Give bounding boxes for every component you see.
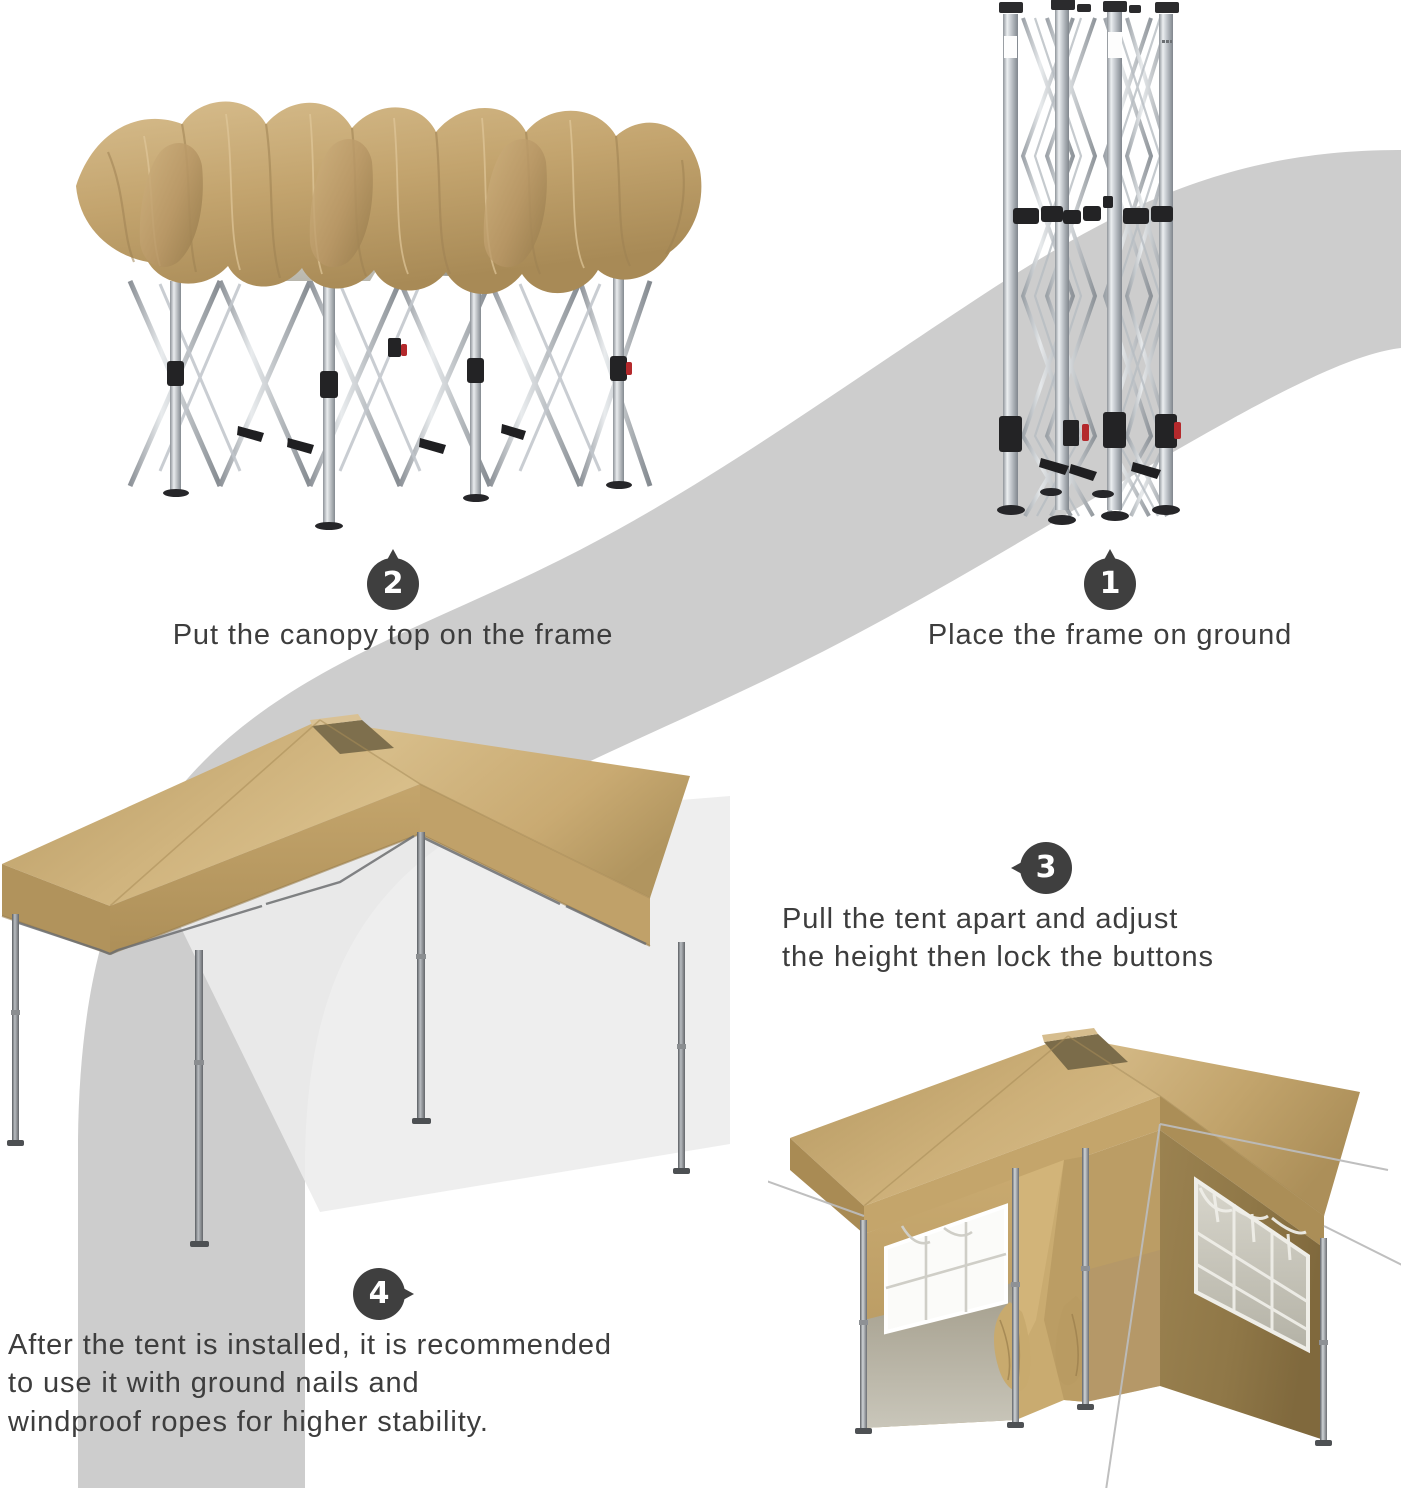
step-1-number: 1 — [1099, 566, 1121, 601]
step-3-badge-wrap: 3 — [782, 842, 1342, 900]
step-4: 4 After the tent is installed, it is rec… — [8, 1268, 768, 1441]
step-1-badge-wrap: 1 — [875, 549, 1345, 616]
step-2-caption: Put the canopy top on the frame — [172, 619, 614, 651]
badge-tail-left-icon — [1011, 862, 1022, 874]
badge-tail-up-icon — [1104, 549, 1116, 560]
step-4-caption: After the tent is installed, it is recom… — [8, 1329, 612, 1438]
step-3-number: 3 — [1035, 850, 1057, 885]
step-4-badge-wrap: 4 — [8, 1268, 768, 1326]
step-2: 2 Put the canopy top on the frame — [128, 549, 658, 654]
badge-tail-right-icon — [403, 1288, 414, 1300]
badge-tail-up-icon — [387, 549, 399, 560]
expanded-canopy-image — [1, 714, 730, 1247]
step-2-number: 2 — [382, 566, 404, 601]
step-3: 3 Pull the tent apart and adjust the hei… — [782, 842, 1342, 977]
step-1-caption: Place the frame on ground — [927, 619, 1293, 651]
folded-frame-image — [997, 0, 1181, 525]
step-4-number: 4 — [368, 1276, 390, 1311]
step-1-badge: 1 — [1084, 549, 1136, 610]
step-3-caption: Pull the tent apart and adjust the heigh… — [782, 903, 1214, 974]
step-3-badge: 3 — [1011, 842, 1072, 894]
step-2-badge: 2 — [367, 549, 419, 610]
guy-rope — [768, 1123, 1401, 1488]
step-4-badge: 4 — [353, 1268, 414, 1320]
step-1: 1 Place the frame on ground — [875, 549, 1345, 654]
canopy-on-frame-image — [76, 101, 702, 530]
step-2-badge-wrap: 2 — [128, 549, 658, 616]
tent-with-sidewalls-image — [768, 1028, 1401, 1488]
